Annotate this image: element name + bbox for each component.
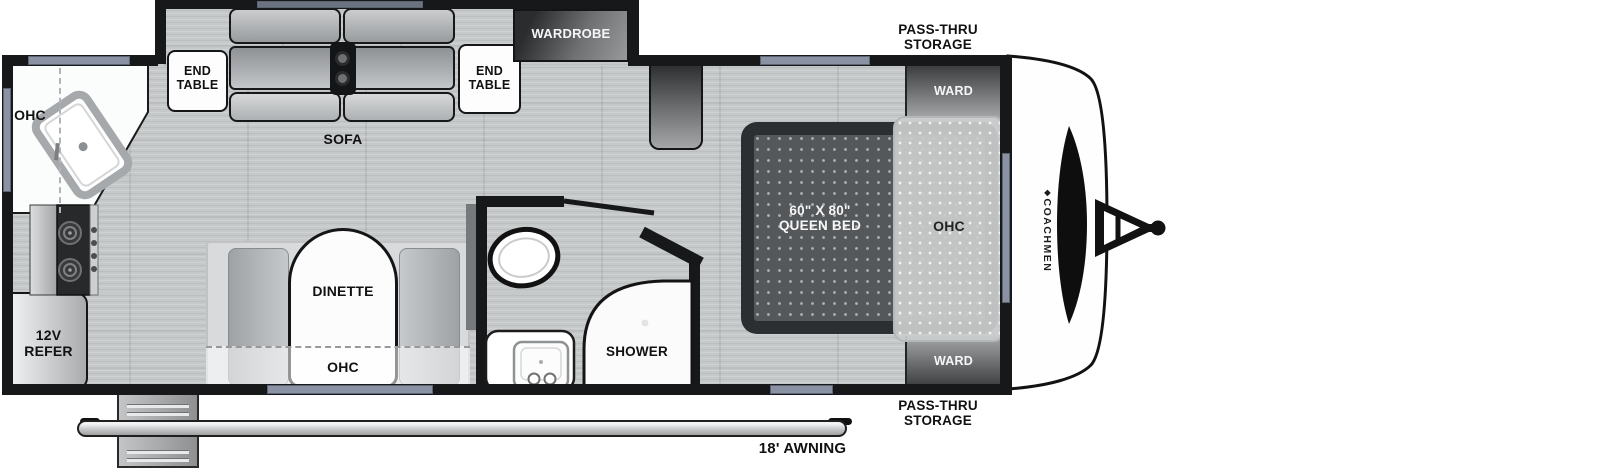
stove-knob bbox=[91, 227, 97, 233]
ward-top-label: WARD bbox=[934, 84, 973, 98]
bathroom-sink bbox=[512, 340, 570, 390]
bathroom-sink-inner bbox=[520, 347, 562, 381]
shower-label: SHOWER bbox=[606, 344, 668, 359]
pass-thru-storage-label-bottom: PASS-THRU STORAGE bbox=[898, 398, 978, 429]
brand-text: ◆COACHMEN bbox=[1041, 187, 1053, 273]
bathroom-door-leaf bbox=[563, 198, 655, 216]
step-tread bbox=[127, 404, 189, 408]
sink-faucet bbox=[54, 142, 60, 161]
brand-lockup: ◆COACHMEN bbox=[1036, 178, 1058, 282]
wardrobe-label: WARDROBE bbox=[531, 26, 611, 41]
end-table-left bbox=[167, 50, 228, 112]
sofa-label: SOFA bbox=[323, 131, 363, 147]
ward-bottom-label: WARD bbox=[934, 354, 973, 368]
sofa-console-cupholders bbox=[330, 42, 356, 95]
stove-counter bbox=[29, 204, 59, 296]
refrigerator-label: 12V REFER bbox=[24, 327, 73, 359]
window-dinette-bottom bbox=[267, 385, 433, 394]
stove-burner bbox=[58, 221, 82, 245]
slideout-wall-right bbox=[628, 0, 639, 64]
shower bbox=[582, 279, 694, 393]
sofa-back-cushion bbox=[229, 8, 341, 44]
hitch-truss-cutout bbox=[1104, 211, 1140, 245]
faucet-handle bbox=[527, 372, 541, 386]
step-tread bbox=[127, 450, 189, 454]
sofa-front-cushion bbox=[229, 92, 341, 122]
coachmen-crest-icon: ◆ bbox=[1043, 187, 1052, 199]
wall-left bbox=[2, 55, 13, 395]
faucet-handle bbox=[543, 372, 557, 386]
sofa-front-cushion bbox=[343, 92, 455, 122]
kitchen-ohc-dashed-line bbox=[59, 68, 61, 213]
bathroom-pocket-door bbox=[466, 204, 476, 330]
step-tread bbox=[127, 458, 189, 462]
bathroom-wall-right bbox=[689, 257, 700, 389]
stove-cooktop bbox=[56, 204, 91, 296]
dinette-ohc-label: OHC bbox=[327, 359, 359, 375]
hitch-coupler-ball bbox=[1150, 220, 1166, 236]
bedroom-overhead-cabinet bbox=[893, 116, 1005, 342]
sink-drain bbox=[78, 142, 88, 152]
dinette-overhead-cabinet-zone bbox=[206, 346, 470, 389]
stove-knob-panel bbox=[89, 204, 99, 296]
kitchen-sink bbox=[31, 90, 133, 200]
sink-inner bbox=[44, 103, 120, 187]
step-tread bbox=[127, 412, 189, 416]
wall-bottom bbox=[2, 384, 1012, 395]
wardrobe-front-bottom bbox=[905, 336, 1002, 386]
wardrobe-front-top bbox=[905, 66, 1002, 118]
refrigerator bbox=[9, 292, 88, 390]
front-cap-decal bbox=[1057, 126, 1087, 324]
window-front-wall bbox=[1002, 153, 1010, 303]
stove-burner bbox=[58, 258, 82, 282]
pass-thru-storage-label-top: PASS-THRU STORAGE bbox=[898, 22, 978, 53]
window-slideout bbox=[257, 1, 423, 8]
bedroom-ohc-label: OHC bbox=[933, 218, 965, 234]
kitchen-ohc-label: OHC bbox=[14, 107, 46, 123]
shower-drain bbox=[641, 319, 649, 327]
window-left-wall bbox=[3, 88, 11, 192]
bathroom-wall-top bbox=[476, 196, 564, 207]
entertainment-cabinet bbox=[649, 64, 703, 150]
end-table-right-label: END TABLE bbox=[468, 64, 511, 92]
end-table-left-label: END TABLE bbox=[176, 64, 219, 92]
cupholder bbox=[335, 51, 350, 66]
stove-knob bbox=[91, 266, 97, 272]
bathroom-wall-left bbox=[476, 196, 487, 388]
awning-rail bbox=[77, 420, 847, 437]
window-bedroom-bottom bbox=[770, 385, 833, 394]
dinette-label: DINETTE bbox=[312, 283, 374, 299]
stove-knob bbox=[91, 240, 97, 246]
queen-bed-label: 60" X 80" QUEEN BED bbox=[778, 203, 862, 234]
sofa-seat-cushion bbox=[229, 46, 341, 90]
window-kitchen bbox=[28, 56, 130, 65]
cupholder bbox=[335, 71, 350, 86]
slideout-wall-left bbox=[155, 0, 166, 64]
toilet bbox=[487, 226, 561, 289]
window-bedroom-top bbox=[760, 56, 870, 65]
sofa-back-cushion bbox=[343, 8, 455, 44]
sofa-seat-cushion bbox=[343, 46, 455, 90]
end-table-right bbox=[458, 44, 521, 114]
bathroom-sink-drain bbox=[539, 360, 543, 364]
stove-knob bbox=[91, 253, 97, 259]
awning-label: 18' AWNING bbox=[758, 440, 847, 457]
